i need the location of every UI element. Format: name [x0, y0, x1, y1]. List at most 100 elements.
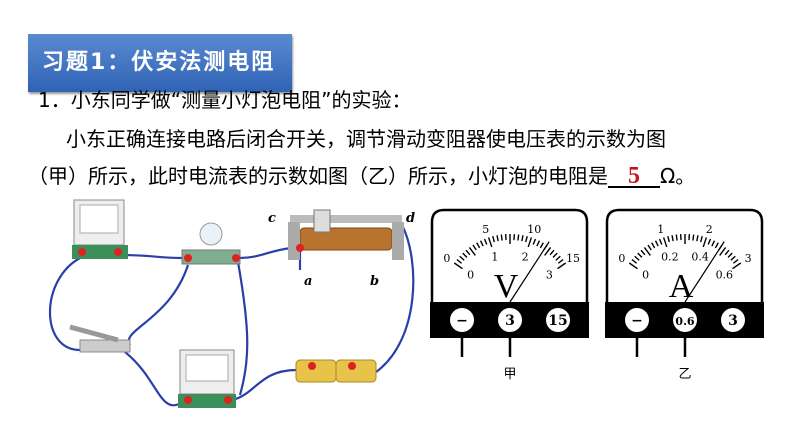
unit: Ω。: [660, 164, 696, 188]
question-line-1: 1．小东同学做“测量小灯泡电阻”的实验：: [38, 88, 412, 112]
scale-tick: [692, 234, 695, 241]
scale-tick: [675, 234, 678, 241]
scale-tick: [487, 237, 493, 248]
scale-top-label: 1: [657, 223, 664, 236]
scale-bottom-label: 0.6: [716, 268, 734, 281]
scale-top-label: 0: [443, 252, 450, 265]
scale-tick: [472, 244, 477, 251]
scale-bottom-label: 0: [642, 268, 649, 281]
scale-tick: [662, 237, 668, 248]
scale-tick: [727, 252, 733, 258]
scale-tick: [654, 240, 659, 247]
scale-tick: [643, 247, 651, 256]
scale-tick: [557, 262, 567, 270]
scale-tick: [702, 237, 708, 248]
meter-caption: 乙: [678, 367, 691, 382]
scale-tick: [719, 247, 727, 256]
scale-tick: [724, 249, 730, 256]
scale-bottom-label: 3: [546, 268, 553, 281]
scale-tick: [479, 240, 484, 247]
small-voltmeter: [72, 199, 128, 259]
scale-tick: [456, 258, 463, 264]
scale-bottom-label: 0.4: [691, 250, 709, 263]
label-b: b: [370, 274, 379, 289]
scale-tick: [468, 247, 476, 256]
scale-tick: [637, 252, 643, 258]
question-line-3-text: （甲）所示，此时电流表的示数如图（乙）所示，小灯泡的电阻是: [28, 164, 608, 188]
needle: [509, 241, 550, 303]
scale-tick: [476, 242, 481, 249]
meter-caption: 甲: [503, 367, 516, 382]
scale-tick: [500, 234, 503, 241]
scale-tick: [667, 236, 670, 243]
needle: [684, 241, 725, 303]
question-line-2: 小东正确连接电路后闭合开关，调节滑动变阻器使电压表的示数为图: [66, 127, 666, 151]
scale-tick: [496, 235, 499, 242]
scale-bottom-label: 1: [491, 250, 498, 263]
scale-tick: [539, 242, 544, 249]
scale-top-label: 5: [482, 223, 489, 236]
terminal[interactable]: [450, 308, 474, 332]
terminal[interactable]: [721, 308, 745, 332]
battery: [295, 359, 377, 383]
scale-tick: [730, 255, 736, 261]
rheostat: c d a b: [268, 209, 415, 289]
scale-tick: [696, 235, 699, 242]
answer-blank: 5: [608, 164, 660, 188]
scale-tick: [532, 238, 537, 245]
scale-tick: [483, 238, 488, 245]
scale-bottom-label: 0.2: [661, 250, 679, 263]
terminal-label: 3: [728, 313, 738, 329]
terminal-label: −: [456, 313, 468, 329]
scale-tick: [465, 249, 471, 256]
scale-tick: [647, 244, 652, 251]
scale-top-label: 15: [566, 252, 580, 265]
terminal[interactable]: [498, 308, 522, 332]
scale-tick: [462, 252, 468, 258]
scale-tick: [700, 236, 703, 243]
scale-tick: [631, 258, 638, 264]
scale-tick: [527, 237, 533, 248]
terminal[interactable]: [673, 308, 697, 332]
scale-top-label: 0: [618, 252, 625, 265]
scale-tick: [557, 258, 564, 264]
scale-tick: [555, 255, 561, 261]
scale-tick: [732, 262, 742, 270]
label-d: d: [406, 211, 415, 226]
terminal-label: 15: [548, 313, 567, 329]
label-a: a: [304, 274, 312, 289]
scale-tick: [658, 238, 663, 245]
switch: [69, 324, 131, 353]
terminal-label: 0.6: [675, 315, 694, 328]
scale-tick: [525, 236, 528, 243]
meter-symbol: A: [669, 268, 694, 305]
scale-bottom-label: 0: [467, 268, 474, 281]
scale-tick: [651, 242, 656, 249]
scale-tick: [634, 255, 640, 261]
scale-tick: [517, 234, 520, 241]
scale-tick: [552, 252, 558, 258]
scale-top-label: 10: [527, 223, 541, 236]
scale-tick: [671, 235, 674, 242]
terminal[interactable]: [625, 308, 649, 332]
terminal-label: 3: [505, 313, 515, 329]
scale-tick: [732, 258, 739, 264]
bulb: [181, 222, 241, 265]
scale-bottom-label: 2: [522, 250, 529, 263]
scale-top-label: 3: [745, 252, 752, 265]
scale-tick: [544, 247, 552, 256]
scale-tick: [549, 249, 555, 256]
label-c: c: [268, 211, 276, 226]
scale-tick: [628, 262, 638, 270]
scale-tick: [640, 249, 646, 256]
scale-tick: [707, 238, 712, 245]
scale-tick: [714, 242, 719, 249]
scale-top-label: 2: [706, 223, 713, 236]
terminal[interactable]: [546, 308, 570, 332]
section-title: 习题1：伏安法测电阻: [28, 34, 292, 92]
